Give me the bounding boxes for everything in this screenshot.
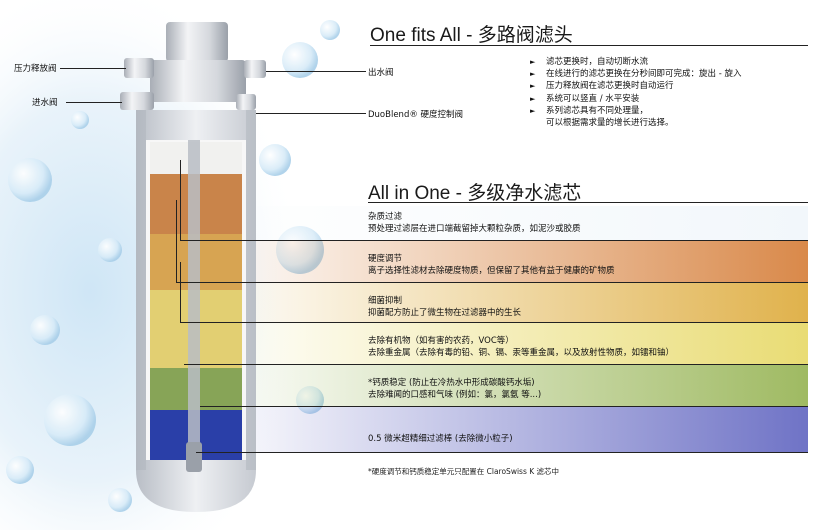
- valve-block: [150, 60, 246, 102]
- bullet-arrow-icon: ►: [530, 106, 536, 115]
- leader-layer-hardness-drop: [176, 200, 178, 283]
- bullet-arrow-icon: ►: [530, 58, 536, 66]
- leader-layer-prefilter-drop: [180, 160, 182, 241]
- callout-inlet-valve: 进水阀: [32, 98, 58, 108]
- header-one-rule: [370, 45, 808, 46]
- layer-band: [210, 322, 808, 364]
- callout-duoblend: DuoBlend® 硬度控制阀: [368, 110, 464, 120]
- layer-band: [210, 282, 808, 322]
- inlet-valve-fitting: [120, 92, 154, 110]
- layer-text-organics: 去除有机物（如有害的农药，VOC等）去除重金属（去除有毒的铅、铜、镉、汞等重金属…: [368, 336, 675, 358]
- layer-band: [210, 406, 808, 452]
- feature-item: ►系统可以竖直 / 水平安装: [530, 93, 640, 104]
- duoblend-valve-fitting: [236, 94, 256, 110]
- filter-head: [166, 22, 228, 62]
- header-all-in-one: All in One - 多级净水滤芯: [368, 183, 582, 204]
- feature-item: ►系列滤芯具有不同处理量，可以根据需求量的增长进行选择。: [530, 105, 674, 129]
- layer-band: [210, 206, 808, 240]
- callout-outlet-valve: 出水阀: [368, 68, 394, 78]
- bullet-arrow-icon: ►: [530, 70, 536, 79]
- layer-text-scale: *钙质稳定 (防止在冷热水中形成碳酸钙水垢)去除难闻的口感和气味 (例如：氯，氯…: [368, 378, 542, 400]
- tube-outlet: [186, 442, 202, 472]
- layer-text-hardness: 硬度调节离子选择性滤材去除硬度物质，但保留了其他有益于健康的矿物质: [368, 254, 615, 276]
- leader-layer-organics: [184, 364, 808, 366]
- outlet-valve-fitting: [244, 60, 266, 78]
- feature-item: ►在线进行的滤芯更换在分秒间即可完成：旋出 - 旋入: [530, 69, 742, 80]
- leader-duoblend: [256, 113, 366, 115]
- feature-item: ►压力释放阀在滤芯更换时自动运行: [530, 81, 674, 92]
- bullet-arrow-icon: ►: [530, 82, 536, 91]
- layer-text-prefilter: 杂质过滤预处理过滤层在进口端截留掉大颗粒杂质，如泥沙或胶质: [368, 212, 581, 234]
- header-two-rule: [368, 202, 808, 203]
- footnote: *硬度调节和钙质稳定单元只配置在 ClaroSwiss K 滤芯中: [368, 467, 560, 476]
- leader-layer-prefilter: [180, 240, 808, 242]
- leader-layer-scale: [200, 406, 808, 408]
- feature-item: ►滤芯更换时，自动切断水流: [530, 57, 649, 67]
- layer-text-microfilter: 0.5 微米超精细过滤棒 (去除微小粒子): [368, 434, 513, 444]
- header-one-fits-all: One fits All - 多路阀滤头: [370, 25, 573, 46]
- leader-layer-microfilter: [196, 452, 808, 454]
- leader-inlet-valve: [66, 102, 122, 104]
- layer-text-bacteria: 细菌抑制抑菌配方防止了微生物在过滤器中的生长: [368, 296, 522, 318]
- layer-band: [210, 240, 808, 282]
- bullet-arrow-icon: ►: [530, 94, 536, 103]
- feature-list: ►滤芯更换时，自动切断水流 ►在线进行的滤芯更换在分秒间即可完成：旋出 - 旋入…: [530, 56, 741, 129]
- callout-pressure-valve: 压力释放阀: [14, 64, 57, 74]
- leader-layer-bacteria-drop: [180, 262, 182, 323]
- leader-outlet-valve: [266, 71, 366, 73]
- pressure-valve-fitting: [124, 58, 154, 78]
- center-tube: [188, 140, 200, 460]
- leader-layer-hardness: [176, 282, 808, 284]
- layer-band: [210, 364, 808, 406]
- leader-pressure-valve: [60, 68, 126, 70]
- leader-layer-bacteria: [180, 322, 808, 324]
